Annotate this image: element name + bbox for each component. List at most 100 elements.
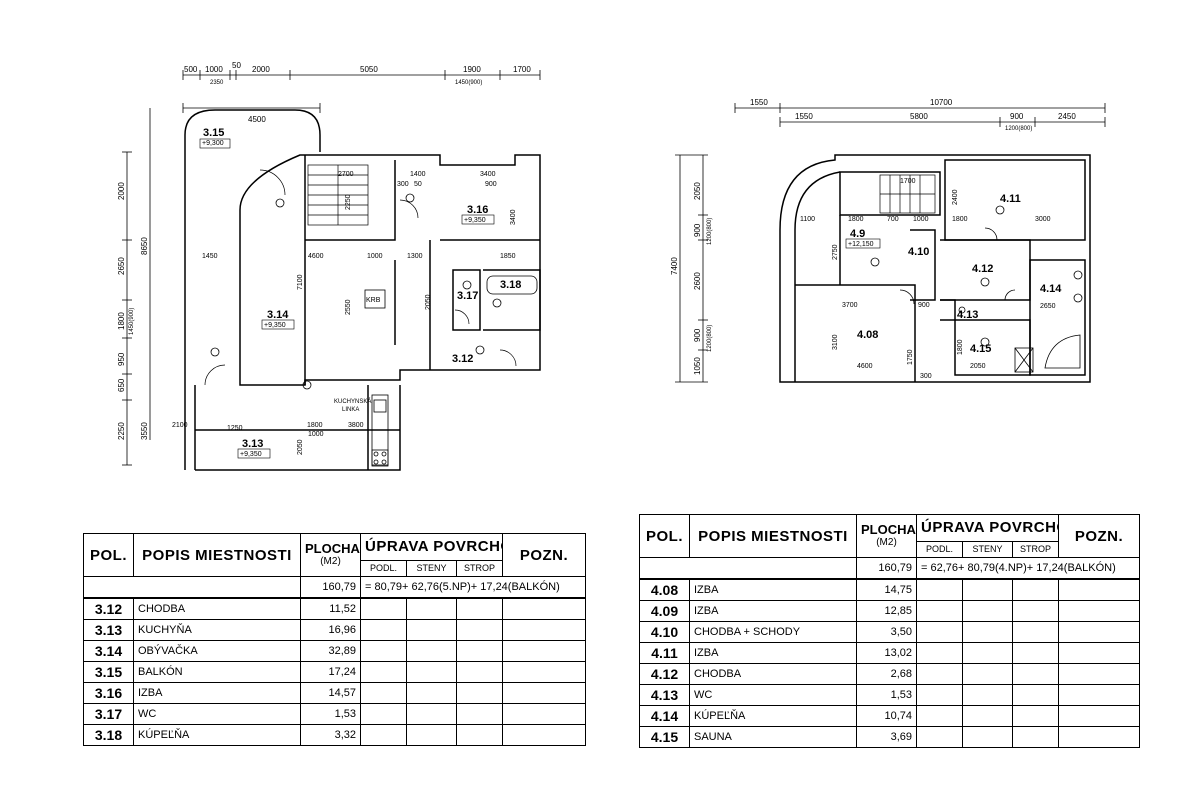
room-elev: +9,350 <box>240 451 262 458</box>
ceiling-finish <box>1011 684 1060 706</box>
room-label-3-13: 3.13 <box>242 438 263 450</box>
dim-label: 4600 <box>857 363 873 370</box>
room-note <box>1058 705 1141 727</box>
dim-label: 950 <box>117 352 126 366</box>
room-table-5np: POL. POPIS MIESTNOSTI PLOCHA(M2) ÚPRAVA … <box>83 533 587 746</box>
floor-finish <box>360 682 407 704</box>
floor-finish <box>916 726 963 748</box>
room-label-3-17: 3.17 <box>457 290 478 302</box>
room-note <box>502 661 587 683</box>
ceiling-finish <box>1011 726 1060 748</box>
header-podl: PODL. <box>916 540 963 559</box>
header-pozn: POZN. <box>502 533 587 577</box>
room-name: SAUNA <box>689 726 857 748</box>
ceiling-finish <box>1011 600 1060 622</box>
dim-label: 7100 <box>297 274 304 290</box>
room-area: 2,68 <box>856 663 917 685</box>
room-name: IZBA <box>133 682 301 704</box>
dim-label: 1000 <box>367 253 383 260</box>
room-name: KUCHYŇA <box>133 619 301 641</box>
dim-label: 1050 <box>693 357 702 375</box>
floor-finish <box>360 640 407 662</box>
total-spacer <box>639 557 857 580</box>
dim-label: 1800 <box>952 216 968 223</box>
dim-label: 2450 <box>1058 112 1076 121</box>
plan-5np-left-dims <box>122 108 151 466</box>
header-plocha-unit: (M2) <box>876 537 897 548</box>
plan-4np-walls <box>779 154 1091 383</box>
dim-label: 2650 <box>1040 303 1056 310</box>
plan-5np-walls <box>184 109 541 471</box>
room-number: 3.17 <box>83 703 134 725</box>
room-number: 3.14 <box>83 640 134 662</box>
room-note <box>1058 663 1141 685</box>
dim-label: 1550 <box>750 98 768 107</box>
room-label-3-12: 3.12 <box>452 353 473 365</box>
room-area: 3,50 <box>856 621 917 643</box>
room-label-4-11: 4.11 <box>1000 193 1021 205</box>
room-note <box>502 597 587 620</box>
dim-label: 1200(800) <box>707 218 713 245</box>
room-label-4-9: 4.9 <box>850 228 865 240</box>
header-uprava: ÚPRAVA POVRCHOV <box>359 533 504 561</box>
dim-label: 1450 <box>202 253 218 260</box>
room-note <box>1058 621 1141 643</box>
dim-label: 700 <box>887 216 899 223</box>
dim-label: 1850 <box>500 253 516 260</box>
room-note <box>502 724 587 746</box>
room-label-4-13: 4.13 <box>957 309 978 321</box>
room-area: 13,02 <box>856 642 917 664</box>
dim-label: 300 <box>397 181 409 188</box>
dim-label: 2250 <box>117 422 126 440</box>
room-name: KÚPEĽŇA <box>689 705 857 727</box>
wall-finish <box>406 619 457 641</box>
dim-label: 2350 <box>210 80 224 86</box>
room-area: 32,89 <box>300 640 361 662</box>
room-elev: +12,150 <box>848 241 874 248</box>
plan-4np-fixtures <box>870 205 1083 373</box>
header-strop: STROP <box>455 559 504 578</box>
room-label-4-10: 4.10 <box>908 246 929 258</box>
header-plocha: PLOCHA(M2) <box>300 533 361 577</box>
floor-finish <box>916 578 963 601</box>
header-plocha: PLOCHA(M2) <box>856 514 917 558</box>
header-pozn: POZN. <box>1058 514 1141 558</box>
ceiling-finish <box>1011 621 1060 643</box>
room-number: 4.13 <box>639 684 690 706</box>
dim-label: 4600 <box>308 253 324 260</box>
wall-finish <box>406 597 457 620</box>
room-name: OBÝVAČKA <box>133 640 301 662</box>
room-note <box>1058 684 1141 706</box>
room-number: 3.15 <box>83 661 134 683</box>
dim-label: 2550 <box>345 299 352 315</box>
room-note <box>1058 600 1141 622</box>
dim-label: 1450(900) <box>129 308 135 335</box>
plan-4np-stair <box>879 174 936 214</box>
room-number: 4.15 <box>639 726 690 748</box>
room-label-4-12: 4.12 <box>972 263 993 275</box>
room-number: 3.12 <box>83 597 134 620</box>
ceiling-finish <box>455 661 504 683</box>
floor-finish <box>916 684 963 706</box>
room-number: 3.13 <box>83 619 134 641</box>
floor-finish <box>916 621 963 643</box>
room-label-4-08: 4.08 <box>857 329 878 341</box>
total-note: = 80,79+ 62,76(5.NP)+ 17,24(BALKÓN) <box>360 576 587 599</box>
dim-label: 300 <box>920 373 932 380</box>
room-area: 12,85 <box>856 600 917 622</box>
ceiling-finish <box>455 619 504 641</box>
dim-label: 1250 <box>227 425 243 432</box>
room-elev: +9,350 <box>464 217 486 224</box>
dim-label: 1800 <box>117 312 126 330</box>
dim-label: 2050 <box>693 182 702 200</box>
dim-label: 2700 <box>338 171 354 178</box>
dim-label: 2050 <box>970 363 986 370</box>
header-pol: POL. <box>639 514 690 558</box>
dim-label: 2100 <box>172 422 188 429</box>
